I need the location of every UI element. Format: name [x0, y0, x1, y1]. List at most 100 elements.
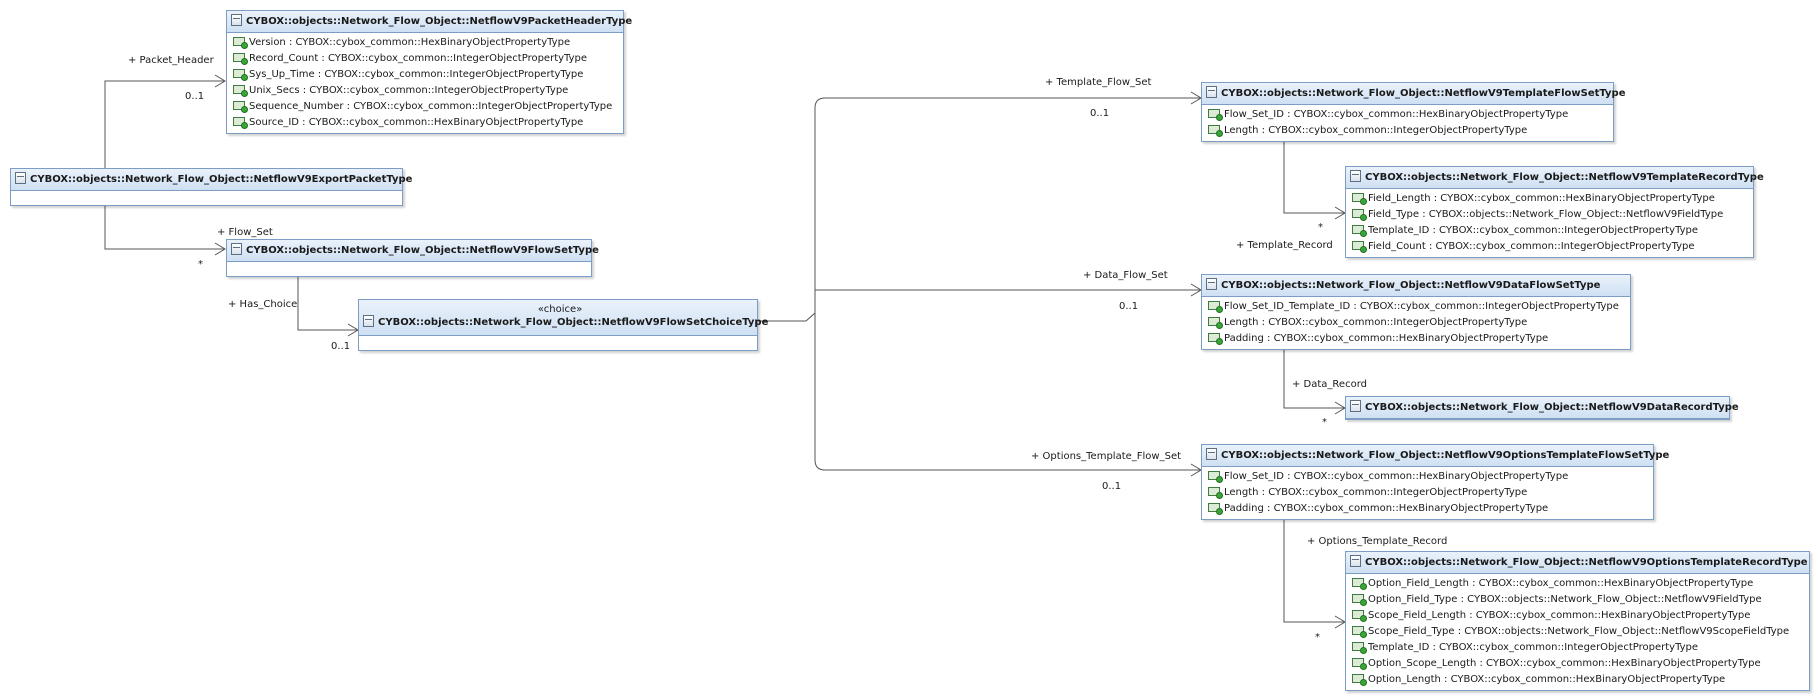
class-name: CYBOX::objects::Network_Flow_Object::Net… [1221, 280, 1601, 291]
attribute-text: Option_Length : CYBOX::cybox_common::Hex… [1368, 674, 1726, 685]
attribute-text: Length : CYBOX::cybox_common::IntegerObj… [1224, 125, 1528, 136]
class-name: CYBOX::objects::Network_Flow_Object::Net… [1365, 402, 1739, 413]
role-packet-header: + Packet_Header [128, 55, 214, 66]
class-header: CYBOX::objects::Network_Flow_Object::Net… [11, 169, 412, 191]
attribute-icon [1352, 208, 1367, 221]
class-name: CYBOX::objects::Network_Flow_Object::Net… [246, 16, 633, 27]
attribute-text: Option_Field_Type : CYBOX::objects::Netw… [1368, 594, 1762, 605]
attribute-text: Flow_Set_ID : CYBOX::cybox_common::HexBi… [1224, 109, 1569, 120]
attribute-icon [1352, 641, 1367, 654]
multiplicity-packet-header: 0..1 [185, 91, 205, 102]
attribute-icon [233, 84, 248, 97]
attribute-row: Padding : CYBOX::cybox_common::HexBinary… [1202, 501, 1653, 517]
attribute-row: Version : CYBOX::cybox_common::HexBinary… [227, 35, 623, 51]
attribute-text: Padding : CYBOX::cybox_common::HexBinary… [1224, 503, 1549, 514]
attribute-row: Flow_Set_ID : CYBOX::cybox_common::HexBi… [1202, 107, 1613, 123]
attribute-text: Sys_Up_Time : CYBOX::cybox_common::Integ… [249, 69, 584, 80]
attribute-row: Template_ID : CYBOX::cybox_common::Integ… [1346, 640, 1809, 656]
stereotype-label: «choice» [537, 304, 583, 315]
attribute-icon [1352, 609, 1367, 622]
class-icon [231, 243, 242, 255]
class-header: CYBOX::objects::Network_Flow_Object::Net… [227, 240, 599, 262]
class-icon [1206, 278, 1217, 290]
attribute-icon [1208, 300, 1223, 313]
role-options-template-record: + Options_Template_Record [1307, 536, 1448, 547]
arrow-packet-header [214, 74, 226, 88]
attribute-icon [233, 52, 248, 65]
attribute-icon [1352, 593, 1367, 606]
class-template-record[interactable]: CYBOX::objects::Network_Flow_Object::Net… [1345, 166, 1764, 258]
attribute-row: Scope_Field_Type : CYBOX::objects::Netwo… [1346, 624, 1809, 640]
class-header: CYBOX::objects::Network_Flow_Object::Net… [1202, 445, 1669, 467]
attribute-text: Flow_Set_ID : CYBOX::cybox_common::HexBi… [1224, 471, 1569, 482]
class-icon [1206, 86, 1217, 98]
multiplicity-template-flow-set: 0..1 [1090, 108, 1110, 119]
edge-template-record [1283, 140, 1345, 214]
attribute-compartment [11, 191, 402, 205]
attribute-row: Sys_Up_Time : CYBOX::cybox_common::Integ… [227, 67, 623, 83]
class-header: CYBOX::objects::Network_Flow_Object::Net… [1346, 167, 1764, 189]
attribute-text: Template_ID : CYBOX::cybox_common::Integ… [1368, 642, 1699, 653]
attribute-row: Flow_Set_ID : CYBOX::cybox_common::HexBi… [1202, 469, 1653, 485]
attribute-text: Field_Length : CYBOX::cybox_common::HexB… [1368, 193, 1715, 204]
attribute-text: Length : CYBOX::cybox_common::IntegerObj… [1224, 317, 1528, 328]
attribute-row: Option_Length : CYBOX::cybox_common::Hex… [1346, 672, 1809, 688]
attribute-text: Record_Count : CYBOX::cybox_common::Inte… [249, 53, 588, 64]
class-icon [363, 315, 374, 327]
attribute-text: Scope_Field_Length : CYBOX::cybox_common… [1368, 610, 1751, 621]
attribute-icon [1208, 108, 1223, 121]
attribute-compartment [227, 262, 591, 276]
attribute-icon [1352, 657, 1367, 670]
attribute-icon [233, 116, 248, 129]
multiplicity-options-template-record: * [1315, 632, 1320, 643]
attribute-text: Version : CYBOX::cybox_common::HexBinary… [249, 37, 571, 48]
role-data-flow-set: + Data_Flow_Set [1083, 270, 1168, 281]
class-packet-header[interactable]: CYBOX::objects::Network_Flow_Object::Net… [226, 10, 632, 134]
role-template-flow-set: + Template_Flow_Set [1045, 77, 1152, 88]
attribute-icon [1208, 316, 1223, 329]
class-data-flow-set[interactable]: CYBOX::objects::Network_Flow_Object::Net… [1201, 274, 1631, 350]
class-options-template-flow-set[interactable]: CYBOX::objects::Network_Flow_Object::Net… [1201, 444, 1669, 520]
class-flow-set[interactable]: CYBOX::objects::Network_Flow_Object::Net… [226, 239, 599, 277]
class-name: CYBOX::objects::Network_Flow_Object::Net… [1365, 172, 1764, 183]
class-data-record[interactable]: CYBOX::objects::Network_Flow_Object::Net… [1345, 396, 1739, 420]
attribute-icon [1352, 240, 1367, 253]
class-name: CYBOX::objects::Network_Flow_Object::Net… [378, 317, 769, 328]
class-icon [1350, 400, 1361, 412]
class-icon [1206, 448, 1217, 460]
role-flow-set: + Flow_Set [217, 227, 273, 238]
attribute-row: Length : CYBOX::cybox_common::IntegerObj… [1202, 315, 1630, 331]
edge-packet-header [104, 80, 225, 168]
class-icon [1350, 170, 1361, 182]
class-icon [15, 172, 26, 184]
class-template-flow-set[interactable]: CYBOX::objects::Network_Flow_Object::Net… [1201, 82, 1625, 142]
attribute-text: Unix_Secs : CYBOX::cybox_common::Integer… [249, 85, 569, 96]
class-name: CYBOX::objects::Network_Flow_Object::Net… [1221, 88, 1626, 99]
attribute-row: Field_Count : CYBOX::cybox_common::Integ… [1346, 239, 1753, 255]
attribute-row: Option_Field_Type : CYBOX::objects::Netw… [1346, 592, 1809, 608]
attribute-row: Unix_Secs : CYBOX::cybox_common::Integer… [227, 83, 623, 99]
attribute-text: Source_ID : CYBOX::cybox_common::HexBina… [249, 117, 584, 128]
edge-options-template-record [1283, 516, 1345, 623]
attribute-row: Flow_Set_ID_Template_ID : CYBOX::cybox_c… [1202, 299, 1630, 315]
attribute-icon [1208, 470, 1223, 483]
attribute-row: Length : CYBOX::cybox_common::IntegerObj… [1202, 485, 1653, 501]
class-header: CYBOX::objects::Network_Flow_Object::Net… [1346, 397, 1739, 419]
multiplicity-data-record: * [1322, 417, 1327, 428]
attribute-icon [233, 36, 248, 49]
attribute-row: Option_Field_Length : CYBOX::cybox_commo… [1346, 576, 1809, 592]
class-header: CYBOX::objects::Network_Flow_Object::Net… [1202, 83, 1625, 105]
attribute-icon [1352, 192, 1367, 205]
attribute-text: Field_Type : CYBOX::objects::Network_Flo… [1368, 209, 1724, 220]
attribute-text: Option_Scope_Length : CYBOX::cybox_commo… [1368, 658, 1761, 669]
attribute-text: Sequence_Number : CYBOX::cybox_common::I… [249, 101, 613, 112]
role-data-record: + Data_Record [1292, 379, 1367, 390]
class-options-template-record[interactable]: CYBOX::objects::Network_Flow_Object::Net… [1345, 551, 1810, 691]
arrow-flow-set [214, 242, 226, 256]
attribute-icon [1208, 486, 1223, 499]
class-flow-set-choice[interactable]: «choice» CYBOX::objects::Network_Flow_Ob… [358, 299, 768, 351]
attribute-icon [233, 68, 248, 81]
class-export-packet[interactable]: CYBOX::objects::Network_Flow_Object::Net… [10, 168, 412, 206]
edge-choice-bracket [814, 97, 826, 471]
